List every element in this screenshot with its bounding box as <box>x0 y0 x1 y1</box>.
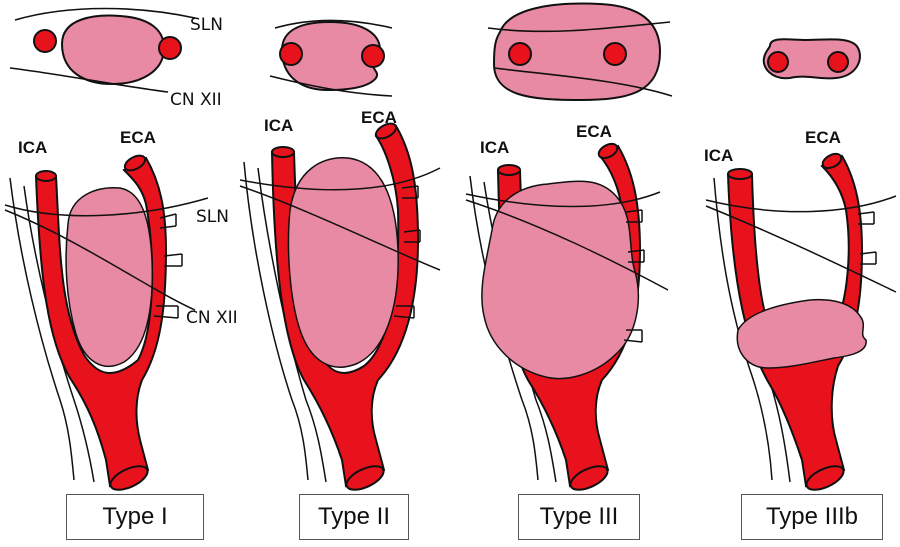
cn-xii-nerve-line <box>705 205 897 293</box>
ica-label: ICA <box>480 138 509 157</box>
eca-label: ECA <box>576 122 612 141</box>
cn-xii-nerve-line <box>269 75 393 97</box>
carotid-vessel <box>34 156 168 488</box>
eca-branch <box>625 209 643 223</box>
cca-lumen <box>109 465 149 491</box>
cn-xii-nerve-line <box>493 67 673 97</box>
sln-label: SLN <box>190 15 223 35</box>
jugular-wall-line <box>469 175 539 481</box>
jugular-wall-line <box>243 161 309 481</box>
cca-lumen <box>345 465 385 491</box>
ica-label: ICA <box>18 138 47 157</box>
sln-nerve-line <box>14 7 196 21</box>
cn-xii-nerve-line <box>239 185 441 271</box>
eca-branch <box>627 249 645 263</box>
eca-branch <box>403 229 421 243</box>
eca-branch <box>857 211 875 225</box>
ica-label: ICA <box>264 116 293 135</box>
caption-type-2: Type II <box>299 494 409 540</box>
cross-section-type-3 <box>487 2 673 102</box>
eca-label: ECA <box>120 128 156 147</box>
cross-section-type-3b <box>762 38 861 80</box>
sln-nerve-line <box>465 191 661 208</box>
ica-cross-section <box>33 29 57 53</box>
eca-branch <box>623 329 643 343</box>
bifurcation-type-3: ICA ECA <box>465 122 669 491</box>
cn-xii-label: CN XII <box>170 90 222 110</box>
cross-section-type-2 <box>269 19 393 97</box>
sln-nerve-line <box>705 195 897 213</box>
eca-branch <box>393 305 415 319</box>
eca-lumen <box>123 154 147 172</box>
bifurcation-type-3b: ICA ECA <box>704 128 897 491</box>
eca-branch <box>163 253 183 267</box>
eca-cross-section <box>603 42 627 66</box>
jugular-wall-line <box>257 167 327 483</box>
sln-nerve-line <box>487 21 671 33</box>
ica-label: ICA <box>704 146 733 165</box>
eca-branch <box>153 305 179 319</box>
sln-nerve-line <box>239 167 441 191</box>
ica-lumen <box>727 168 753 180</box>
eca-branch <box>859 251 877 265</box>
ica-lumen <box>271 146 295 158</box>
cn-xii-label: CN XII <box>186 308 238 328</box>
ica-cross-section <box>279 42 303 66</box>
eca-lumen <box>821 152 843 170</box>
ica-cross-section <box>767 51 789 73</box>
caption-type-3b: Type IIIb <box>741 494 883 540</box>
tumor-body <box>736 298 867 369</box>
eca-cross-section <box>158 36 182 60</box>
cca-lumen <box>569 465 609 491</box>
eca-cross-section <box>361 44 385 68</box>
cross-section-type-1: SLN CN XII <box>9 7 223 110</box>
jugular-wall-line <box>23 185 95 483</box>
ica-lumen <box>497 164 521 176</box>
jugular-wall-line <box>9 177 75 481</box>
bifurcation-type-1: ICA ECA SLN CN XII <box>4 128 238 491</box>
ica-cross-section <box>508 42 532 66</box>
cn-xii-nerve-line <box>4 209 196 311</box>
sln-nerve-line <box>4 197 209 217</box>
tumor-body <box>65 187 154 368</box>
eca-branch <box>159 213 177 229</box>
cn-xii-nerve-line <box>9 67 169 93</box>
tumor-cross-section <box>60 14 166 86</box>
eca-lumen <box>597 142 619 160</box>
cca-lumen <box>805 465 845 491</box>
eca-label: ECA <box>805 128 841 147</box>
sln-nerve-line <box>274 19 393 29</box>
tumor-body <box>287 157 399 368</box>
eca-lumen <box>374 122 398 140</box>
eca-cross-section <box>827 51 849 73</box>
tumor-body <box>481 180 640 380</box>
eca-label: ECA <box>361 108 397 127</box>
ica-lumen <box>35 170 57 182</box>
sln-label: SLN <box>196 207 229 227</box>
bifurcation-type-2: ICA ECA <box>239 108 441 491</box>
caption-type-1: Type I <box>66 494 204 540</box>
cn-xii-nerve-line <box>465 199 669 291</box>
eca-branch <box>401 185 419 199</box>
caption-type-3: Type III <box>518 494 640 540</box>
